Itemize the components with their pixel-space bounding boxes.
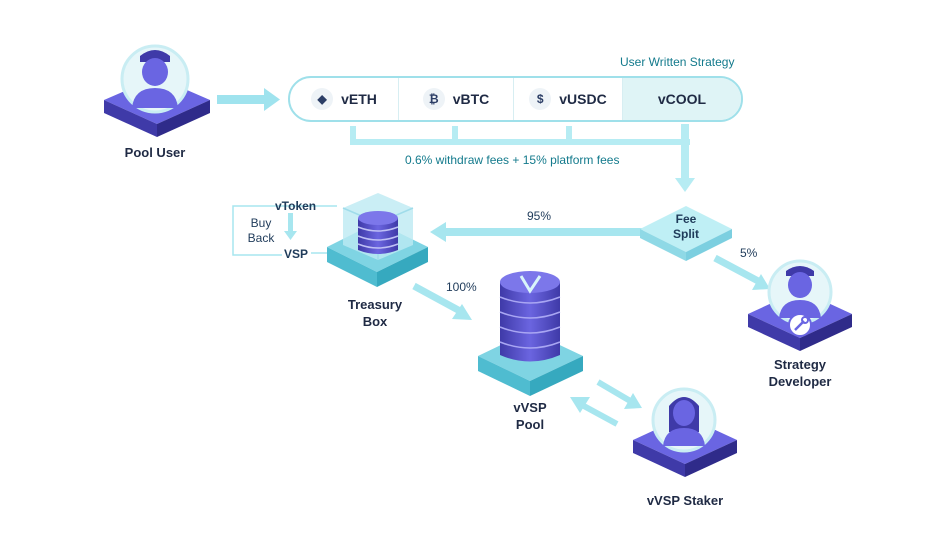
user-to-strategy-arrow (217, 88, 280, 111)
vtoken-label: vToken (275, 199, 317, 213)
pool-share-arrow (412, 282, 472, 320)
bitcoin-icon: ₿ (422, 88, 445, 110)
token-divider (622, 78, 623, 120)
strategy-label: User Written Strategy (620, 55, 735, 69)
treasury-percent: 95% (527, 209, 552, 223)
highlighted-token-bg (623, 78, 741, 120)
developer-avatar-icon (779, 266, 821, 318)
vsp-token-stack-icon (499, 271, 561, 362)
staker-avatar-icon (663, 397, 705, 446)
user-avatar-icon (132, 50, 178, 108)
vvsp-staker-node (633, 387, 737, 477)
fee-split-node (640, 206, 732, 261)
token-veth: ◆vETH (290, 78, 398, 120)
pool-user-label: Pool User (124, 145, 186, 160)
coin-stack-icon (357, 211, 399, 254)
treasury-box-node (327, 193, 428, 287)
fees-label: 0.6% withdraw fees + 15% platform fees (405, 153, 620, 167)
usdc-icon: $ (529, 88, 552, 110)
treasury-share-arrow (430, 222, 643, 242)
pool-user-node (104, 44, 210, 137)
token-vcool: vCOOL (657, 91, 707, 107)
vvsp-staker-label: vVSP Staker (646, 493, 724, 508)
pool-percent: 100% (446, 280, 477, 294)
developer-share-arrow (713, 254, 770, 290)
vvsp-pool-node (478, 271, 583, 396)
token-vbtc: ₿vBTC (399, 78, 513, 120)
token-divider (513, 78, 514, 120)
stake-arrows (570, 379, 642, 427)
strategy-token-bar: ◆vETH ₿vBTC $vUSDC vCOOL (288, 76, 743, 122)
fee-collection-bracket (350, 124, 695, 192)
wrench-icon (788, 313, 812, 337)
token-divider (398, 78, 399, 120)
token-vusdc: $vUSDC (514, 78, 622, 120)
developer-percent: 5% (740, 246, 758, 260)
ethereum-icon: ◆ (311, 88, 334, 110)
strategy-developer-node (748, 259, 852, 351)
vsp-label: VSP (284, 247, 309, 261)
